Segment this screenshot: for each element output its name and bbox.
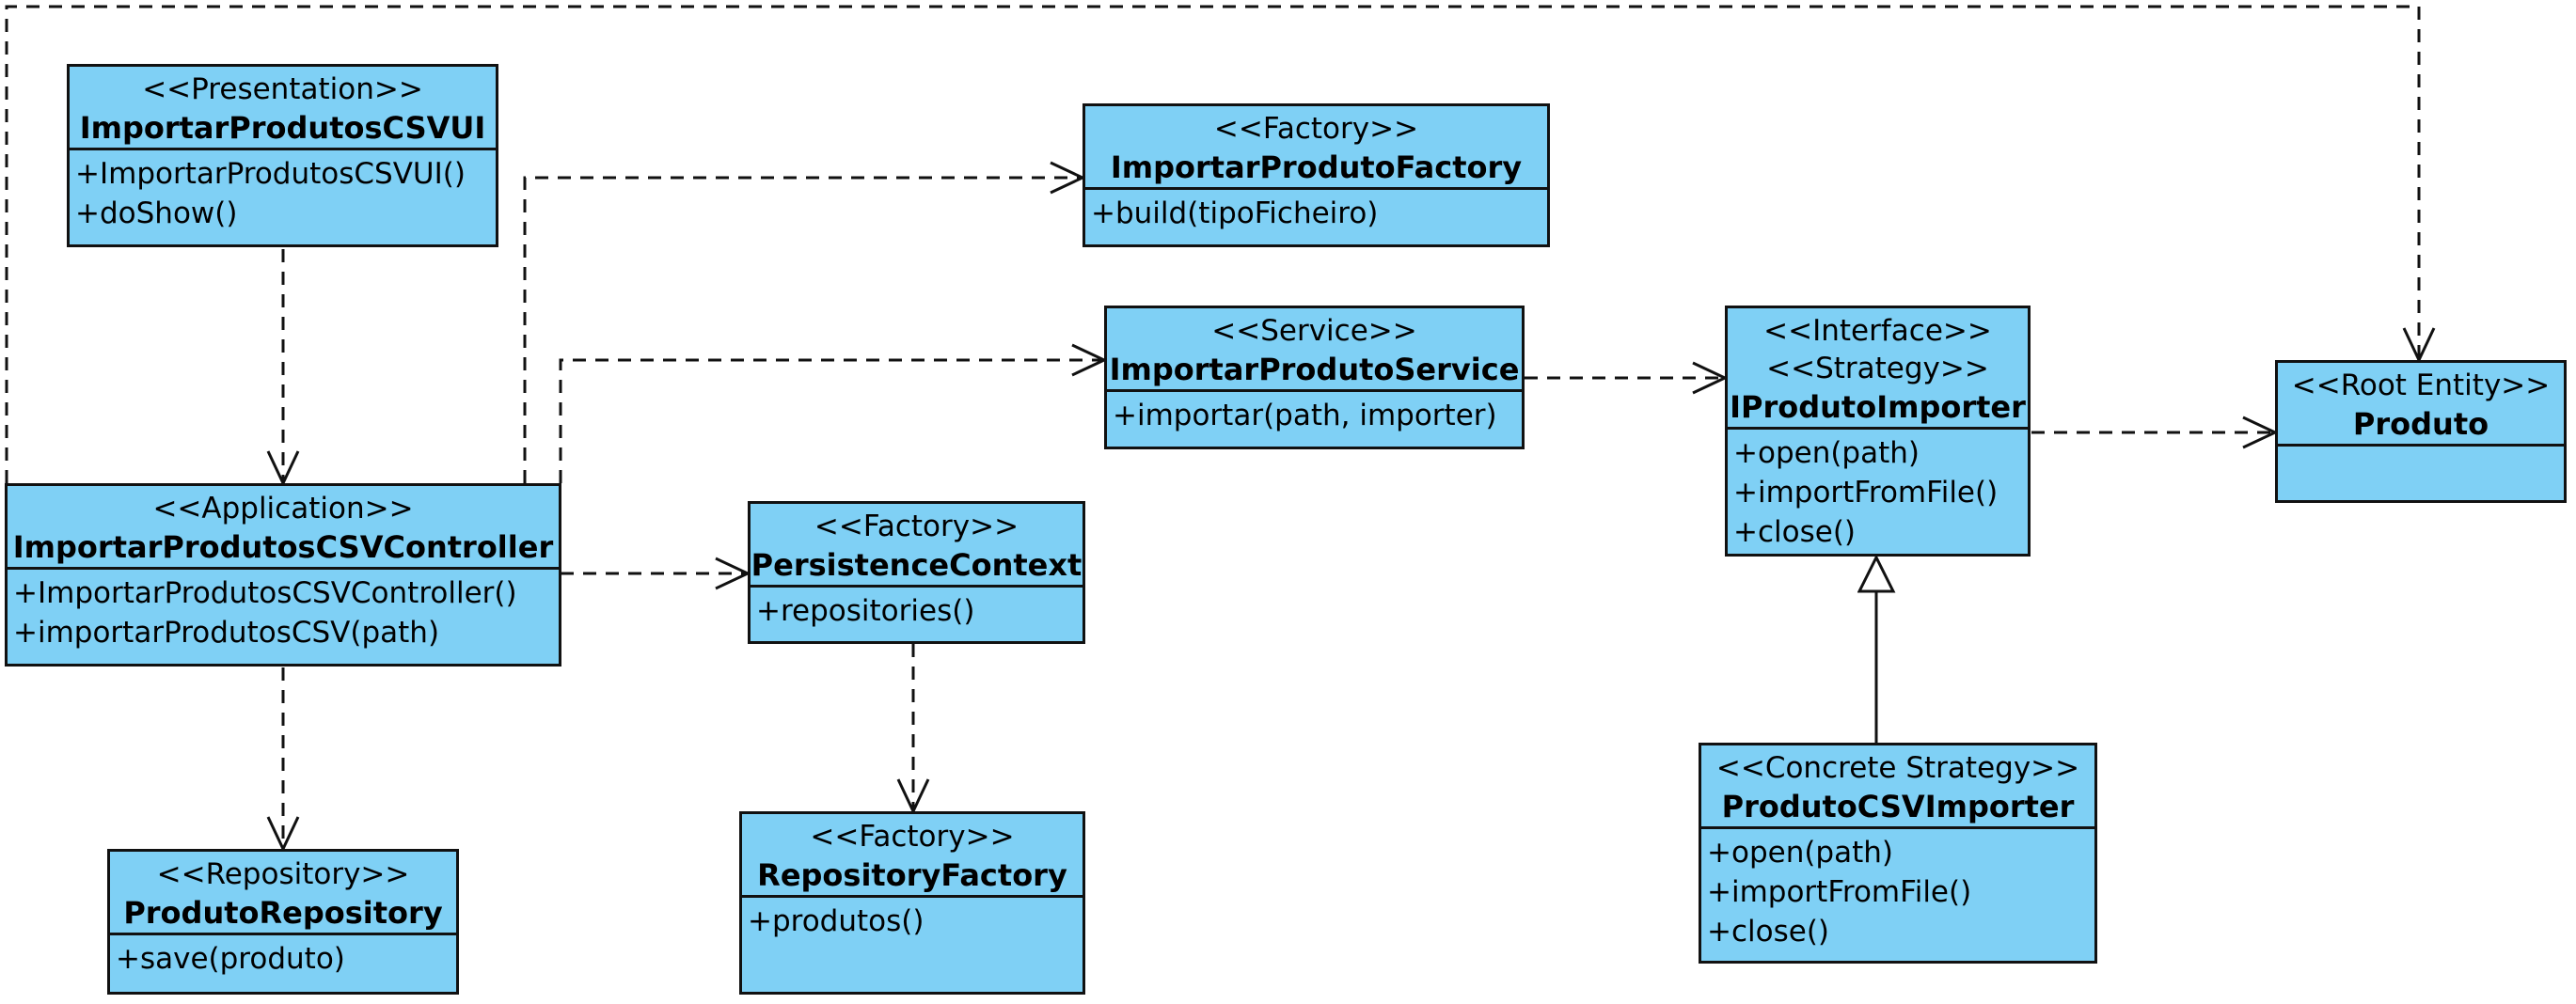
class-produto: <<Root Entity>> Produto	[2275, 360, 2567, 503]
stereotype: <<Interface>>	[1763, 314, 1992, 348]
class-name: PersistenceContext	[751, 547, 1083, 583]
operation: +importar(path, importer)	[1113, 399, 1497, 432]
operations: +ImportarProdutosCSVController() +import…	[8, 570, 559, 656]
stereotype: <<Factory>>	[814, 510, 1019, 543]
edge-controller-produto	[5, 5, 2436, 483]
operations: +open(path) +importFromFile() +close()	[1701, 829, 2094, 955]
class-header: <<Factory>> ImportarProdutoFactory	[1085, 106, 1547, 190]
operation: +save(produto)	[116, 942, 345, 976]
class-importar-produtos-csv-controller: <<Application>> ImportarProdutosCSVContr…	[5, 483, 561, 667]
operation: +importFromFile()	[1733, 476, 1999, 510]
operation: +ImportarProdutosCSVController()	[13, 576, 517, 610]
operations: +open(path) +importFromFile() +close()	[1728, 430, 2028, 556]
class-header: <<Factory>> RepositoryFactory	[742, 814, 1083, 898]
class-name: ProdutoRepository	[123, 895, 443, 931]
class-name: ImportarProdutosCSVController	[12, 529, 554, 565]
operation: +importFromFile()	[1707, 875, 1972, 909]
operations: +repositories()	[751, 588, 1083, 635]
stereotype: <<Factory>>	[810, 820, 1015, 854]
class-produto-csv-importer: <<Concrete Strategy>> ProdutoCSVImporter…	[1699, 743, 2097, 964]
operations	[2278, 447, 2564, 454]
stereotype: <<Strategy>>	[1766, 352, 1989, 385]
class-iproduto-importer: <<Interface>> <<Strategy>> IProdutoImpor…	[1725, 306, 2031, 557]
operation: +open(path)	[1733, 436, 1920, 470]
edge-controller-service	[559, 343, 1108, 483]
operations: +save(produto)	[110, 935, 456, 982]
class-header: <<Repository>> ProdutoRepository	[110, 852, 456, 935]
class-repository-factory: <<Factory>> RepositoryFactory +produtos(…	[739, 811, 1085, 995]
stereotype: <<Service>>	[1211, 314, 1417, 348]
operation: +close()	[1707, 915, 1830, 949]
class-name: ProdutoCSVImporter	[1721, 789, 2075, 824]
class-name: IProdutoImporter	[1730, 389, 2026, 425]
operation: +doShow()	[75, 196, 238, 230]
operation: +close()	[1733, 515, 1857, 549]
operation: +importarProdutosCSV(path)	[13, 616, 440, 650]
stereotype: <<Concrete Strategy>>	[1715, 751, 2080, 785]
stereotype: <<Repository>>	[156, 857, 410, 891]
class-persistence-context: <<Factory>> PersistenceContext +reposito…	[748, 501, 1085, 644]
class-header: <<Root Entity>> Produto	[2278, 363, 2564, 447]
class-importar-produto-service: <<Service>> ImportarProdutoService +impo…	[1104, 306, 1525, 449]
operations: +importar(path, importer)	[1107, 392, 1522, 439]
operation: +build(tipoFicheiro)	[1091, 196, 1379, 230]
class-name: ImportarProdutoFactory	[1110, 149, 1523, 185]
operation: +open(path)	[1707, 836, 1894, 870]
operation: +ImportarProdutosCSVUI()	[75, 157, 466, 191]
class-header: <<Presentation>> ImportarProdutosCSVUI	[70, 67, 496, 150]
class-header: <<Interface>> <<Strategy>> IProdutoImpor…	[1728, 308, 2028, 430]
class-name: ImportarProdutosCSVUI	[79, 110, 486, 146]
class-name: Produto	[2352, 406, 2489, 442]
class-produto-repository: <<Repository>> ProdutoRepository +save(p…	[107, 849, 459, 995]
operation: +repositories()	[756, 594, 975, 628]
stereotype: <<Presentation>>	[142, 72, 423, 106]
class-importar-produto-factory: <<Factory>> ImportarProdutoFactory +buil…	[1083, 103, 1550, 247]
stereotype: <<Factory>>	[1213, 112, 1419, 146]
class-header: <<Concrete Strategy>> ProdutoCSVImporter	[1701, 745, 2094, 829]
class-name: ImportarProdutoService	[1109, 352, 1520, 387]
class-importar-produtos-csv-ui: <<Presentation>> ImportarProdutosCSVUI +…	[67, 64, 498, 247]
class-header: <<Application>> ImportarProdutosCSVContr…	[8, 486, 559, 570]
operations: +build(tipoFicheiro)	[1085, 190, 1547, 237]
operations: +produtos()	[742, 898, 1083, 945]
operations: +ImportarProdutosCSVUI() +doShow()	[70, 150, 496, 237]
stereotype: <<Application>>	[152, 492, 414, 526]
stereotype: <<Root Entity>>	[2291, 369, 2551, 402]
class-name: RepositoryFactory	[757, 857, 1067, 893]
class-header: <<Factory>> PersistenceContext	[751, 504, 1083, 588]
operation: +produtos()	[748, 904, 925, 938]
edge-controller-factory	[523, 161, 1086, 483]
class-header: <<Service>> ImportarProdutoService	[1107, 308, 1522, 392]
